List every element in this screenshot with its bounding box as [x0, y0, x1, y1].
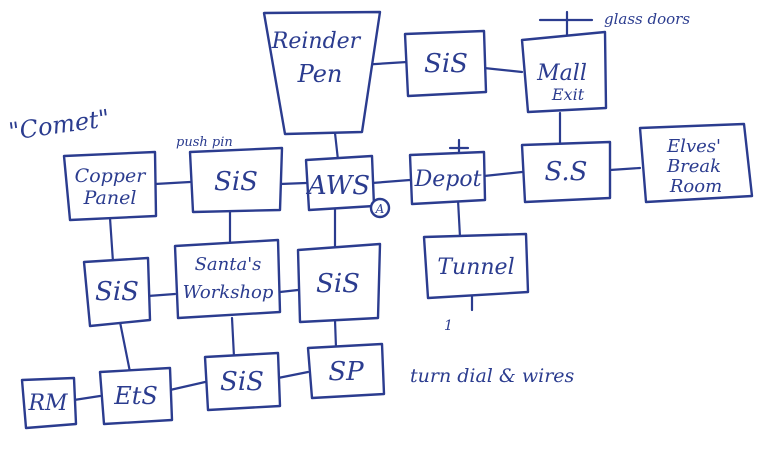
depot-label: Depot	[414, 167, 482, 192]
sis-top-label: SiS	[424, 49, 468, 79]
sis-right-label: S.S	[545, 157, 588, 187]
rooms	[20, 10, 754, 430]
sp-label: SP	[328, 357, 364, 387]
ets-box	[98, 366, 174, 426]
santas-workshop-box	[173, 238, 282, 320]
tunnel-label: Tunnel	[437, 255, 514, 280]
aws-marker-circle	[369, 197, 391, 219]
depot-box	[408, 150, 487, 206]
edge-aws-depot	[370, 178, 412, 185]
edge-copper-sis	[153, 180, 192, 186]
elves-label-3: Room	[669, 176, 722, 197]
edge-sis-center-sp	[333, 318, 338, 350]
sis-center-box	[296, 242, 382, 324]
rm-label: RM	[27, 391, 68, 416]
elves-break-room-box	[638, 122, 754, 204]
push-pin-annotation: push pin	[176, 135, 233, 150]
edge-sis-mid-workshop	[146, 292, 177, 298]
edge-depot-ss	[482, 170, 524, 178]
aws-marker-label: A	[375, 202, 385, 216]
copper-panel-label-2: Panel	[83, 187, 137, 209]
sis-center-label: SiS	[316, 269, 360, 299]
elves-label-2: Break	[666, 156, 721, 177]
edge-copper-sis-mid	[108, 216, 115, 264]
ets-label: EtS	[113, 382, 158, 410]
sis-bottom-box	[203, 351, 282, 412]
edge-sis-mid-ets	[118, 320, 132, 374]
edge-rm-ets	[72, 394, 102, 402]
mall-exit-label-2: Exit	[551, 85, 585, 104]
sis-left-top-box	[188, 146, 284, 214]
edge-sis-top-mall	[482, 66, 524, 74]
santas-workshop-label-2: Workshop	[183, 282, 274, 303]
glass-doors-annotation: glass doors	[604, 10, 690, 28]
copper-panel-box	[62, 150, 158, 222]
sp-box	[306, 342, 386, 400]
copper-panel-label-1: Copper	[75, 165, 148, 187]
mall-exit-label-1: Mall	[536, 61, 587, 86]
tunnel-mark-annotation: 1	[444, 318, 453, 334]
sis-bottom-label: SiS	[220, 367, 264, 397]
sis-left-top-label: SiS	[214, 167, 258, 197]
edge-ets-sis-bottom	[168, 380, 207, 392]
rm-box	[20, 376, 78, 430]
edge-depot-tunnel	[456, 198, 462, 239]
aws-label: AWS	[306, 171, 370, 201]
turn-dial-annotation: turn dial & wires	[410, 365, 575, 387]
edge-ss-elves	[608, 166, 642, 172]
edge-sis-aws	[278, 181, 308, 186]
reindeer-pen-label-1: Reinder	[271, 29, 362, 54]
reindeer-pen-label-2: Pen	[297, 60, 343, 88]
reindeer-pen-box	[262, 10, 382, 136]
mall-exit-box	[520, 30, 608, 114]
comet-title: "Comet"	[7, 104, 111, 146]
edge-pen-aws	[333, 131, 340, 162]
sis-top-box	[403, 29, 488, 98]
sis-left-mid-box	[82, 256, 152, 328]
elves-label-1: Elves'	[666, 136, 721, 157]
sis-left-mid-label: SiS	[95, 277, 139, 307]
tunnel-box	[422, 232, 530, 300]
edge-workshop-sis-center	[278, 288, 300, 294]
santas-workshop-label-1: Santa's	[195, 254, 262, 275]
edge-workshop-sis-bottom	[230, 316, 236, 359]
sis-right-box	[520, 140, 612, 204]
edge-sis-bottom-sp	[276, 370, 310, 380]
